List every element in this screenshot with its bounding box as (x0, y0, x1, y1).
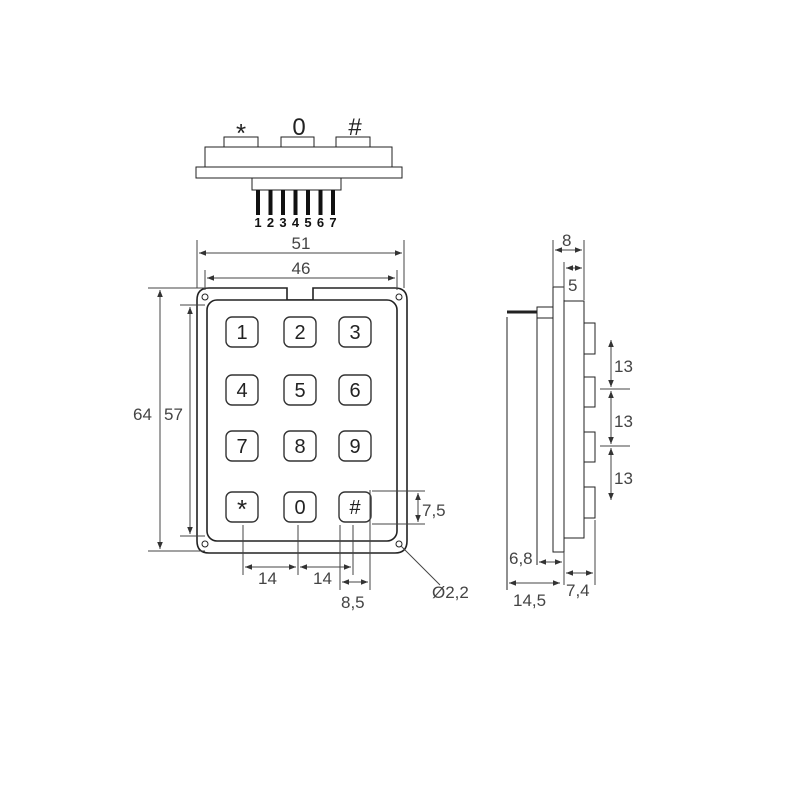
pcb-side (552, 286, 565, 553)
key-label: 5 (294, 380, 305, 402)
keypad-key[interactable]: # (338, 491, 372, 523)
mount-hole (201, 540, 209, 548)
key-label: 7 (236, 436, 247, 458)
dim-row-pitch: 13 (614, 412, 633, 431)
keypad-key[interactable]: 7 (225, 430, 259, 462)
pin-label: 4 (292, 215, 300, 230)
top-key-label: * (236, 118, 246, 148)
pin (281, 190, 285, 215)
top-base (195, 166, 403, 179)
key-label: 0 (294, 497, 305, 519)
top-key-label: 0 (292, 114, 305, 141)
pin-label: 2 (267, 215, 274, 230)
dim-key-pitch: 14 (258, 569, 277, 588)
mount-hole (201, 293, 209, 301)
key-label: 4 (236, 380, 247, 402)
dim-total-top: 8 (562, 231, 571, 250)
dim-front: 7,4 (566, 581, 590, 600)
dim-edge-offset: 8,5 (341, 593, 365, 612)
pin (293, 190, 298, 215)
top-key-label: # (348, 114, 362, 141)
inner-panel (206, 299, 398, 542)
pin-label: 6 (317, 215, 324, 230)
mount-hole (395, 293, 403, 301)
connector-side (536, 306, 554, 319)
dim-rear: 6,8 (509, 549, 533, 568)
side-view: 8 5 13 13 13 6,8 14,5 7,4 (506, 231, 633, 610)
pin-label: 3 (279, 215, 286, 230)
mount-hole (395, 540, 403, 548)
dim-key-height: 7,5 (422, 501, 446, 520)
dim-key-pitch: 14 (313, 569, 332, 588)
dim-inner-width: 46 (292, 259, 311, 278)
dim-row-pitch: 13 (614, 357, 633, 376)
pin-label: 1 (254, 215, 261, 230)
key-label: # (349, 497, 361, 519)
front-view: 1 2 3 4 5 6 7 8 9 * 0 # 51 46 64 57 14 14 8,5 7,5 Ø… (133, 234, 469, 612)
keypad-key[interactable]: 3 (338, 316, 372, 348)
pin (306, 190, 310, 215)
button-side (583, 486, 596, 519)
keypad-key[interactable]: * (225, 491, 259, 524)
pin (331, 190, 335, 215)
pin (256, 190, 260, 215)
dim-row-pitch: 13 (614, 469, 633, 488)
pin (268, 190, 273, 215)
keypad-key[interactable]: 6 (338, 374, 372, 406)
button-side (583, 376, 596, 408)
connector (251, 177, 342, 191)
dim-hole-diameter: Ø2,2 (432, 583, 469, 602)
pin-label: 5 (304, 215, 311, 230)
dim-total-depth: 14,5 (513, 591, 546, 610)
pin-label: 7 (329, 215, 336, 230)
pin (318, 190, 323, 215)
keypad-key[interactable]: 4 (225, 374, 259, 406)
button-side (583, 431, 596, 463)
key-label: 8 (294, 436, 305, 458)
key-label: 6 (349, 380, 360, 402)
keypad-key[interactable]: 1 (225, 316, 259, 348)
top-body (204, 146, 393, 168)
keypad-key[interactable]: 9 (338, 430, 372, 462)
keypad-key[interactable]: 5 (283, 374, 317, 406)
keypad-key[interactable]: 2 (283, 316, 317, 348)
dim-inner-height: 57 (164, 405, 183, 424)
key-label: 1 (236, 322, 247, 344)
key-label: 9 (349, 436, 360, 458)
panel-side (563, 300, 585, 539)
dim-outer-width: 51 (292, 234, 311, 253)
dim-outer-height: 64 (133, 405, 152, 424)
key-label: 3 (349, 322, 360, 344)
keypad-key[interactable]: 8 (283, 430, 317, 462)
button-side (583, 322, 596, 355)
keypad-key[interactable]: 0 (283, 491, 317, 523)
key-label: 2 (294, 322, 305, 344)
dim-panel: 5 (568, 276, 577, 295)
key-label: * (237, 494, 247, 524)
